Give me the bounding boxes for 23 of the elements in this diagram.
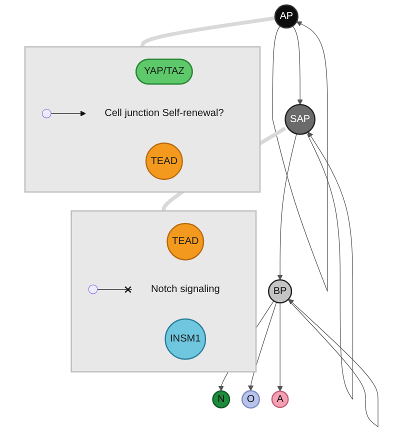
node-text: Cell junction Self-renewal? — [104, 108, 224, 119]
arrow — [248, 302, 277, 391]
node-circle: BP — [268, 279, 292, 304]
node-circle: N — [212, 390, 230, 408]
node-circle: A — [271, 390, 289, 408]
arrow — [288, 298, 378, 428]
connector — [140, 16, 276, 48]
cluster — [24, 46, 261, 193]
node-circle: O — [241, 390, 260, 409]
arrow — [277, 302, 283, 392]
node-circle: INSM1 — [164, 318, 206, 360]
node-circle: TEAD — [166, 222, 204, 260]
node-circle: SAP — [284, 104, 316, 135]
node-text: Notch signaling — [150, 284, 220, 294]
node-circle: TEAD — [145, 142, 183, 180]
arrow — [292, 26, 303, 105]
arrow — [50, 110, 86, 116]
arrow — [277, 133, 297, 280]
node-circle: AP — [274, 4, 298, 29]
arrow — [272, 21, 328, 292]
connector — [97, 286, 132, 294]
arrow — [306, 132, 354, 400]
cluster — [70, 210, 257, 372]
